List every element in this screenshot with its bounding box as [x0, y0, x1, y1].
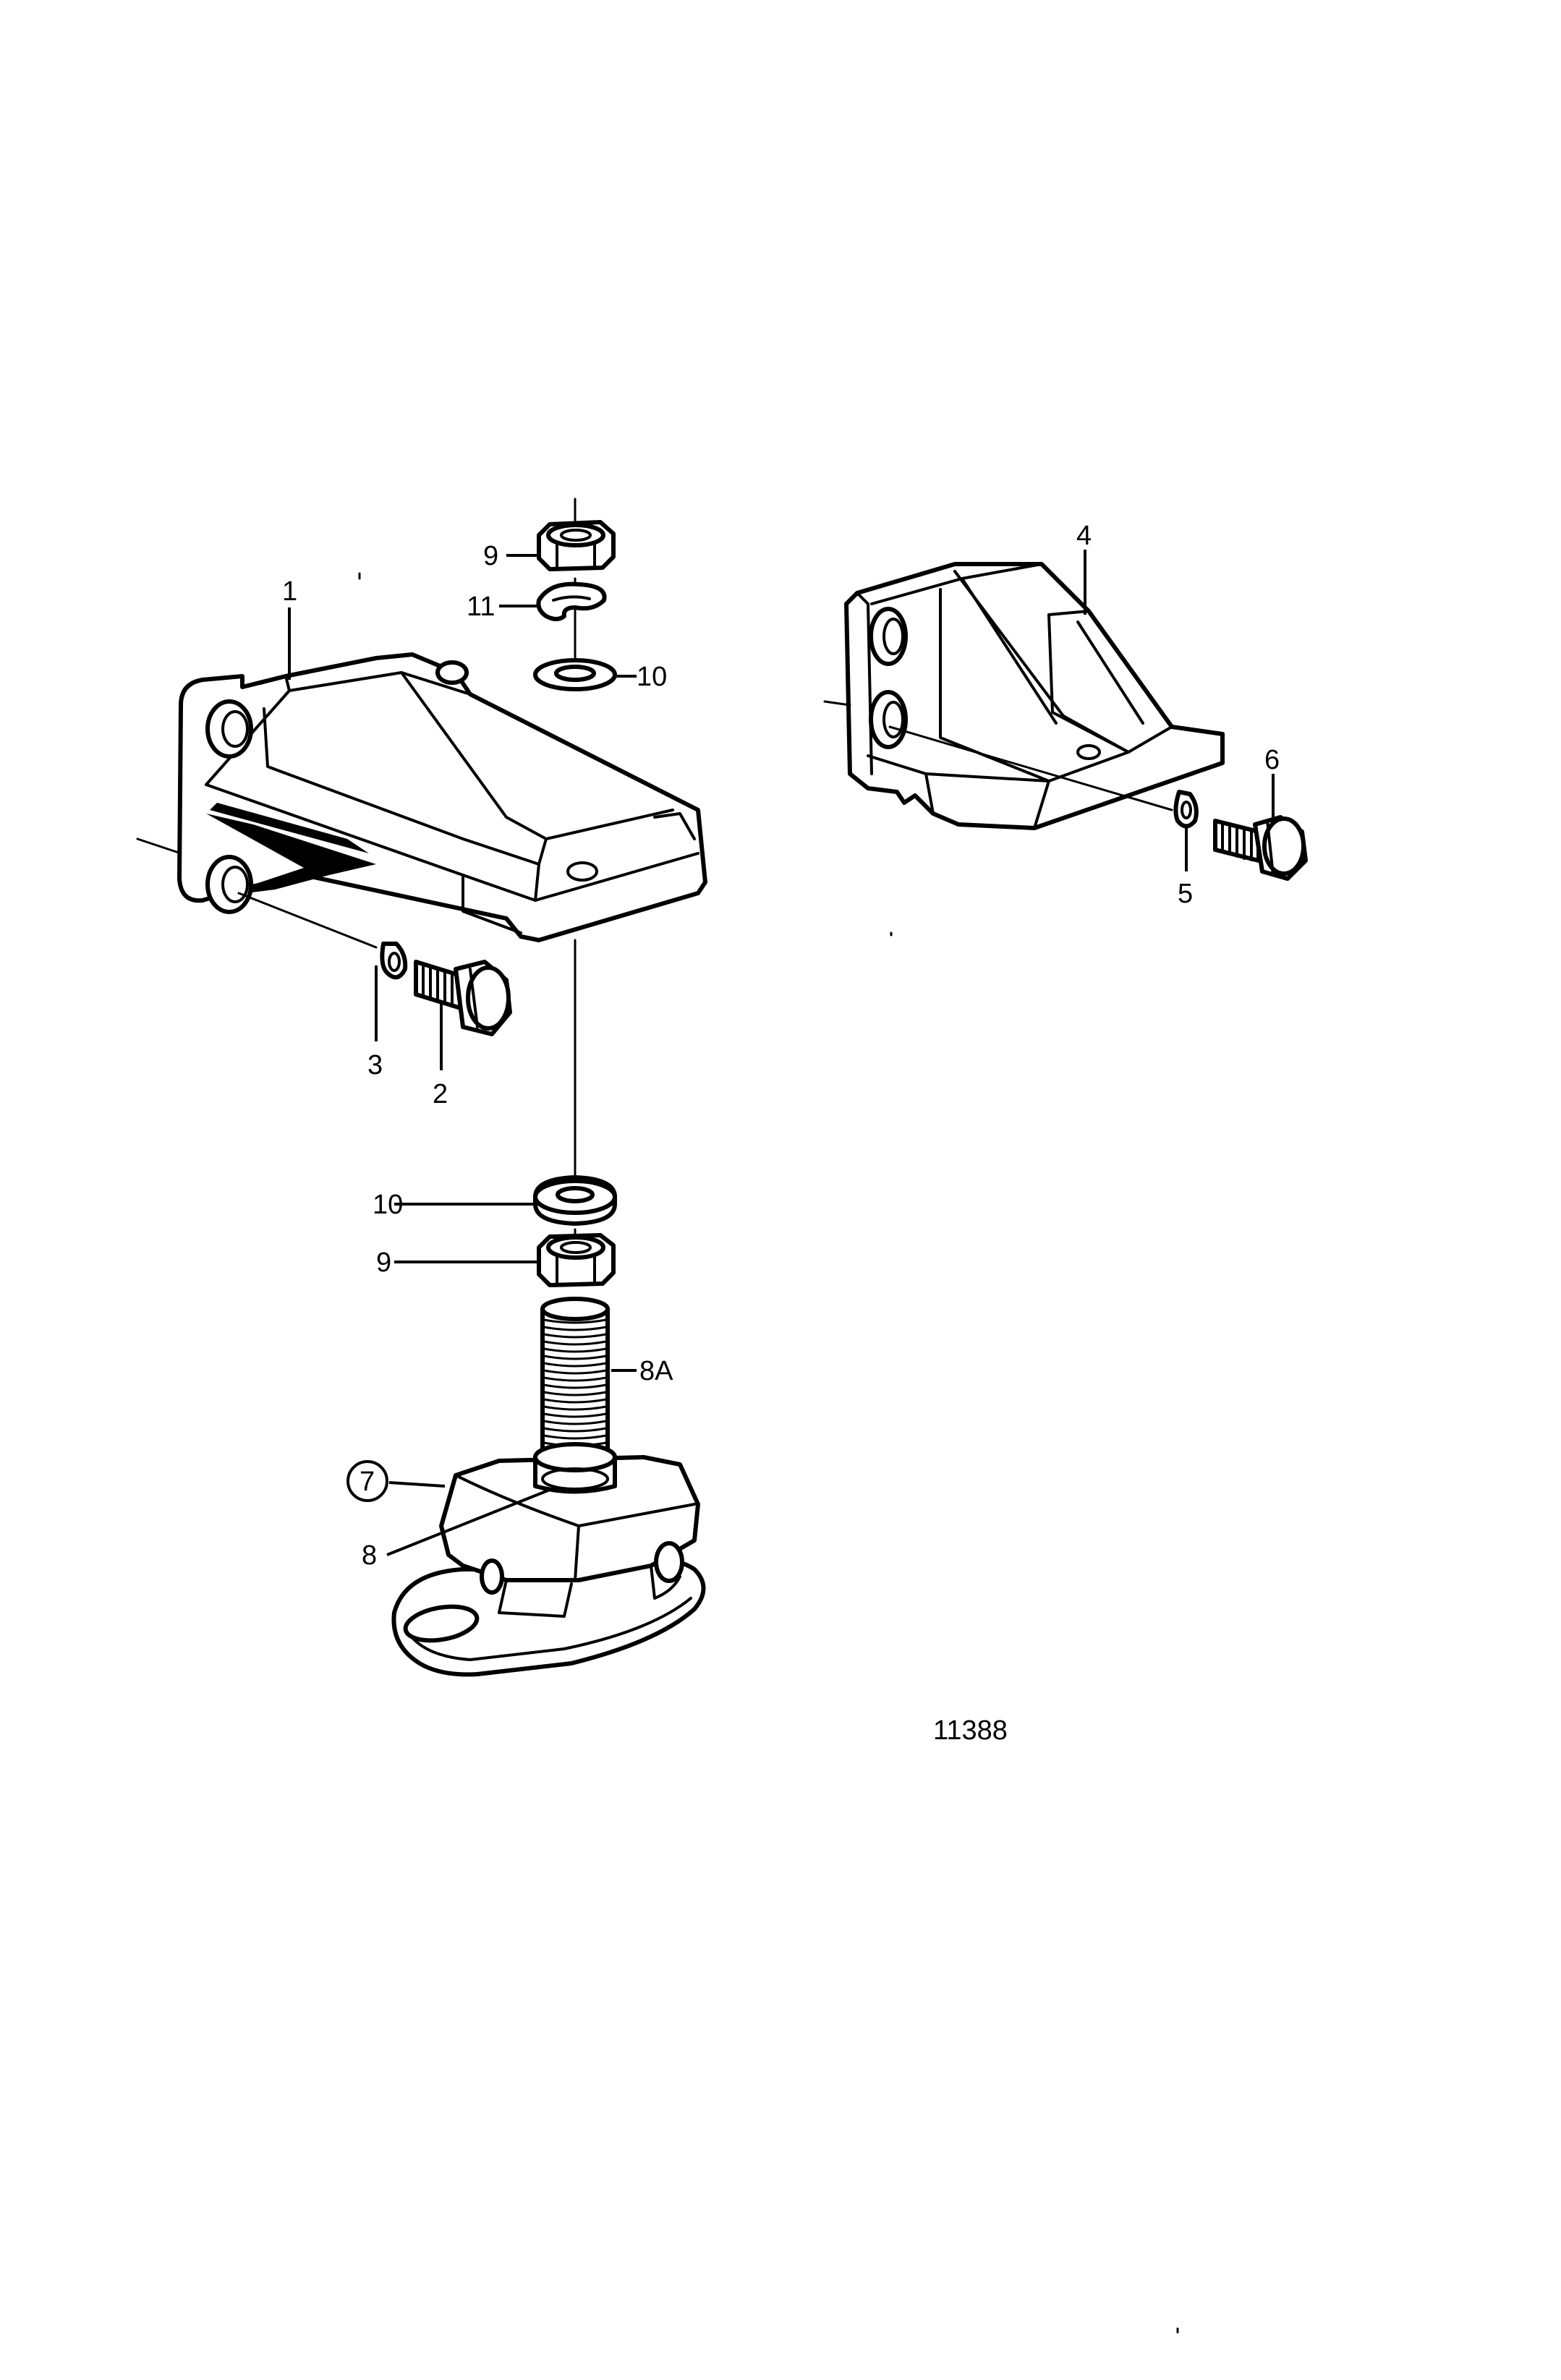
- bolt-6: [1213, 815, 1308, 881]
- thread-line: [543, 1326, 608, 1331]
- callout-6: 6: [1264, 745, 1280, 775]
- thread-line: [543, 1420, 608, 1425]
- callout-8: 8: [362, 1540, 377, 1571]
- callout-7: 7: [360, 1467, 375, 1497]
- hex-nut-top: [537, 520, 616, 571]
- thread-line: [543, 1391, 608, 1396]
- callout-11: 11: [467, 592, 495, 622]
- thread-line: [543, 1362, 608, 1368]
- thread-line: [543, 1376, 608, 1382]
- callout-5: 5: [1178, 879, 1193, 909]
- thread-line: [543, 1340, 608, 1346]
- callout-9-lower: 9: [376, 1247, 391, 1278]
- clip-5: [1173, 790, 1199, 829]
- hex-nut-lower: [537, 1233, 616, 1287]
- clip-3: [380, 942, 408, 980]
- stray-marks: [358, 572, 1179, 2334]
- bolt-2: [414, 960, 512, 1036]
- thread-line: [543, 1347, 608, 1353]
- callout-10-lower: 10: [373, 1190, 403, 1220]
- engine-bracket-4: [844, 562, 1225, 830]
- thread-line: [543, 1369, 608, 1375]
- callout-10-top: 10: [637, 662, 667, 692]
- callout-9-top: 9: [483, 541, 498, 571]
- bracket-1-axis-line: [136, 837, 378, 949]
- thread-line: [543, 1383, 608, 1389]
- engine-bracket-1: [177, 652, 707, 942]
- bracket-4-axis-line: [823, 700, 1173, 811]
- leader-lines: [288, 550, 1275, 1556]
- rubber-mount: [391, 1442, 706, 1677]
- callout-2: 2: [433, 1079, 448, 1109]
- thread-line: [543, 1318, 608, 1324]
- callout-7-circle: [346, 1460, 388, 1502]
- spring-washer: [536, 581, 607, 621]
- callout-8a: 8A: [639, 1356, 673, 1386]
- callout-4: 4: [1076, 521, 1092, 551]
- reference-number: 11388: [933, 1715, 1008, 1746]
- thread-line: [543, 1398, 608, 1404]
- thread-line: [543, 1355, 608, 1360]
- thread-line: [543, 1405, 608, 1411]
- callout-3: 3: [367, 1050, 383, 1080]
- flat-washer-top: [533, 658, 617, 691]
- thread-line: [543, 1434, 608, 1440]
- thread-line: [543, 1412, 608, 1418]
- threaded-stud: [540, 1297, 610, 1456]
- flat-washer-lower: [533, 1175, 617, 1226]
- callout-labels: 9 11 10 1 4 6 5 3 2 10 9 8A 7 8 11388: [282, 521, 1280, 1746]
- callout-1: 1: [282, 576, 297, 607]
- thread-line: [543, 1427, 608, 1433]
- thread-line: [543, 1333, 608, 1339]
